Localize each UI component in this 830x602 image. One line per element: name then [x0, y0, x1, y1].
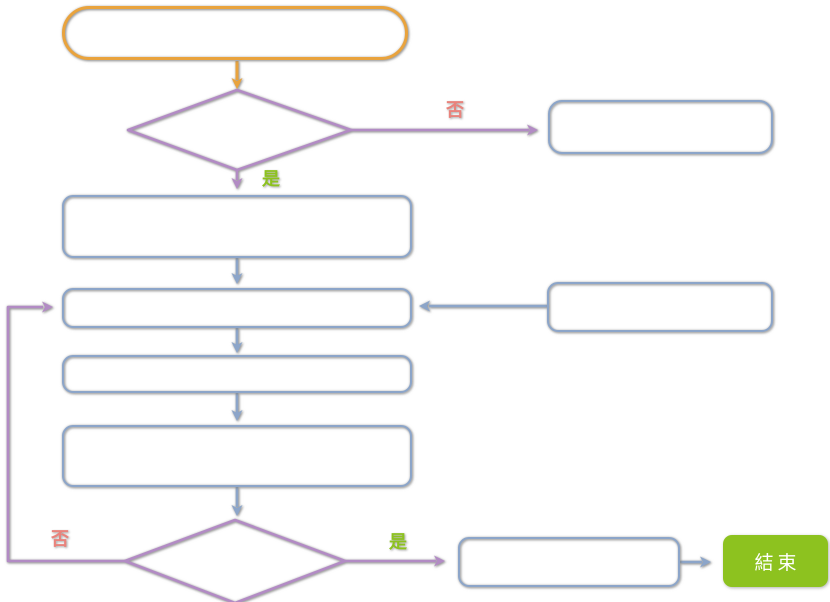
side-node-2 [547, 282, 773, 332]
decision-node-2 [125, 520, 345, 602]
edge-label-no-2: 否 [51, 531, 69, 549]
decision-node-1 [128, 90, 351, 170]
end-node: 結束 [723, 535, 828, 587]
side-node-1 [548, 100, 773, 154]
edge-label-no-1: 否 [446, 102, 464, 120]
process-node-4 [62, 425, 412, 487]
process-node-2 [62, 288, 412, 328]
process-node-1 [62, 195, 412, 258]
arrowhead-side2-to-process2 [419, 301, 430, 312]
edge-label-yes-2: 是 [389, 534, 407, 552]
start-node [62, 6, 408, 60]
edge-label-yes-1: 是 [262, 171, 280, 189]
pre-end-node [458, 537, 680, 587]
process-node-3 [62, 355, 412, 393]
arrowhead-decision2-no-loop [42, 302, 53, 313]
